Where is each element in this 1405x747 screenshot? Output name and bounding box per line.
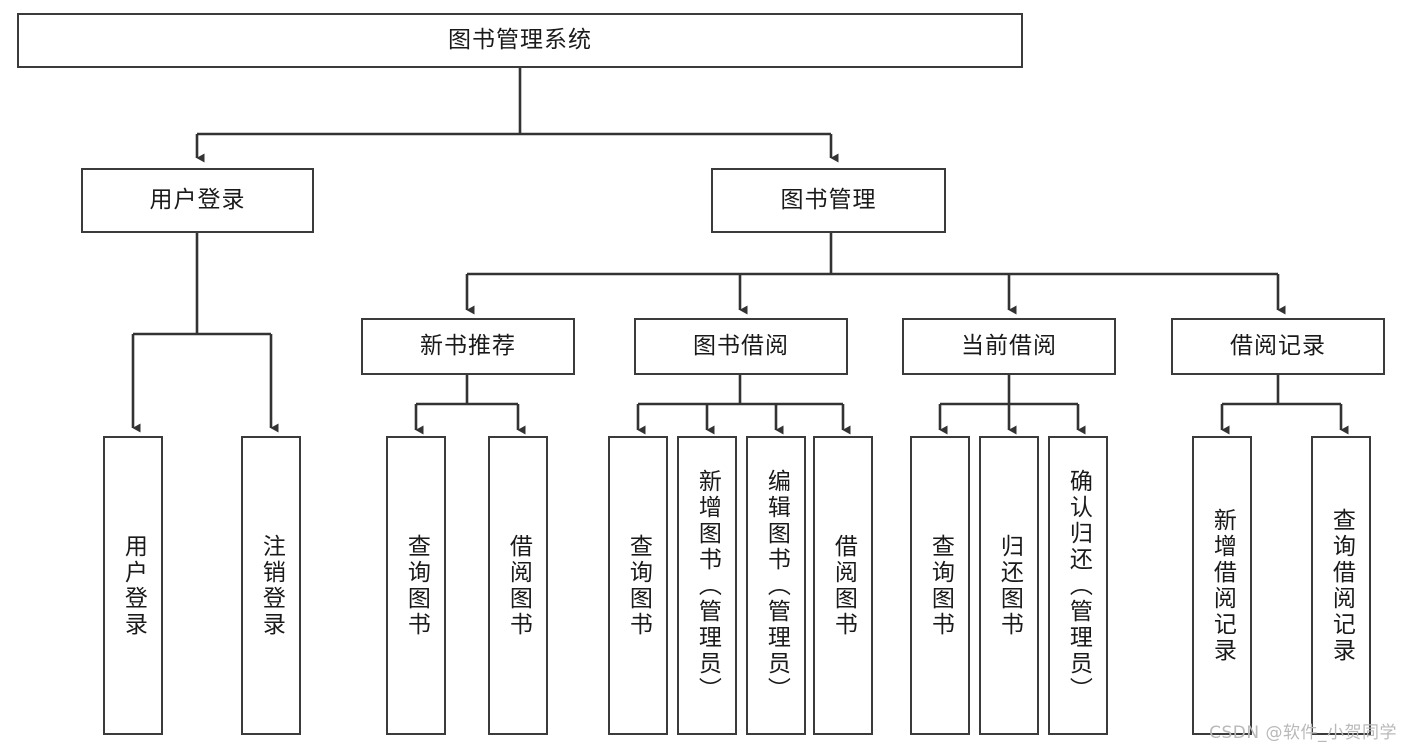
leaf-logout-label: 注销登录 bbox=[258, 533, 285, 638]
node-current-borrow-label: 当前借阅 bbox=[961, 332, 1057, 359]
leaf-edit-book-label: 编辑图书（管理员） bbox=[763, 468, 790, 703]
leaf-add-record-label: 新增借阅记录 bbox=[1209, 507, 1236, 664]
leaf-add-record[interactable]: 新增借阅记录 bbox=[1192, 436, 1252, 735]
leaf-borrow-book-1[interactable]: 借阅图书 bbox=[488, 436, 548, 735]
leaf-user-login[interactable]: 用户登录 bbox=[103, 436, 163, 735]
leaf-borrow-book-2-label: 借阅图书 bbox=[830, 533, 857, 638]
leaf-return-book-label: 归还图书 bbox=[996, 533, 1023, 638]
leaf-borrow-book-1-label: 借阅图书 bbox=[505, 533, 532, 638]
leaf-query-book-1-label: 查询图书 bbox=[403, 533, 430, 638]
node-root[interactable]: 图书管理系统 bbox=[17, 13, 1023, 68]
node-user-login[interactable]: 用户登录 bbox=[81, 168, 314, 233]
leaf-query-book-2-label: 查询图书 bbox=[625, 533, 652, 638]
node-book-borrow[interactable]: 图书借阅 bbox=[634, 318, 848, 375]
leaf-query-book-3[interactable]: 查询图书 bbox=[910, 436, 970, 735]
node-borrow-record[interactable]: 借阅记录 bbox=[1171, 318, 1385, 375]
node-user-login-label: 用户登录 bbox=[149, 186, 246, 213]
node-current-borrow[interactable]: 当前借阅 bbox=[902, 318, 1116, 375]
node-book-management-label: 图书管理 bbox=[780, 186, 877, 213]
leaf-logout[interactable]: 注销登录 bbox=[241, 436, 301, 735]
leaf-query-record-label: 查询借阅记录 bbox=[1328, 507, 1355, 664]
leaf-confirm-return[interactable]: 确认归还（管理员） bbox=[1048, 436, 1108, 735]
node-book-management[interactable]: 图书管理 bbox=[711, 168, 946, 233]
leaf-edit-book[interactable]: 编辑图书（管理员） bbox=[746, 436, 806, 735]
leaf-borrow-book-2[interactable]: 借阅图书 bbox=[813, 436, 873, 735]
watermark-text: CSDN @软件_小贺同学 bbox=[1209, 723, 1397, 743]
node-new-book-recommend-label: 新书推荐 bbox=[420, 332, 516, 359]
node-book-borrow-label: 图书借阅 bbox=[693, 332, 789, 359]
leaf-query-record[interactable]: 查询借阅记录 bbox=[1311, 436, 1371, 735]
node-root-label: 图书管理系统 bbox=[448, 26, 592, 53]
leaf-return-book[interactable]: 归还图书 bbox=[979, 436, 1039, 735]
leaf-add-book-label: 新增图书（管理员） bbox=[694, 468, 721, 703]
leaf-add-book[interactable]: 新增图书（管理员） bbox=[677, 436, 737, 735]
node-new-book-recommend[interactable]: 新书推荐 bbox=[361, 318, 575, 375]
leaf-query-book-2[interactable]: 查询图书 bbox=[608, 436, 668, 735]
leaf-query-book-1[interactable]: 查询图书 bbox=[386, 436, 446, 735]
leaf-user-login-label: 用户登录 bbox=[120, 533, 147, 638]
leaf-confirm-return-label: 确认归还（管理员） bbox=[1065, 468, 1092, 703]
node-borrow-record-label: 借阅记录 bbox=[1230, 332, 1326, 359]
leaf-query-book-3-label: 查询图书 bbox=[927, 533, 954, 638]
